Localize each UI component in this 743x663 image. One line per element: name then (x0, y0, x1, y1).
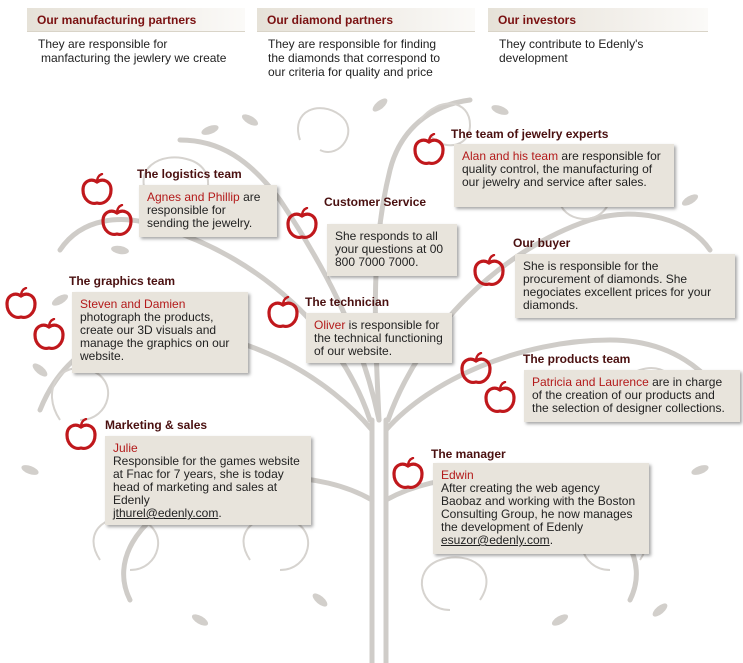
products-box: Patricia and Laurence are in charge of t… (524, 370, 740, 422)
technician-text: is responsible for the technical functio… (314, 318, 443, 358)
buyer-box: She is responsible for the procurement o… (515, 254, 735, 318)
diamond-desc: They are responsible for finding the dia… (268, 37, 478, 79)
logistics-box: Agnes and Phillip are responsible for se… (139, 185, 277, 237)
graphics-text: photograph the products, create our 3D v… (80, 310, 230, 363)
logistics-name: Agnes and Phillip (147, 190, 240, 204)
apple-icon (33, 318, 65, 352)
products-name: Patricia and Laurence (532, 375, 649, 389)
jewelry-experts-text: are responsible for quality control, the… (462, 149, 661, 189)
marketing-box: Julie Responsible for the games website … (105, 436, 311, 525)
jewelry-experts-box: Alan and his team are responsible for qu… (454, 144, 674, 207)
apple-icon (81, 173, 113, 207)
buyer-title: Our buyer (513, 236, 571, 250)
header-diamond: Our diamond partners (257, 8, 475, 32)
marketing-title: Marketing & sales (105, 418, 208, 432)
manufacturing-desc-line-2: manfacturing the jewlery we create (41, 51, 227, 65)
jewelry-experts-name: Alan and his team (462, 149, 559, 163)
apple-icon (413, 133, 445, 167)
manager-name: Edwin (441, 468, 474, 482)
buyer-text: She is responsible for the procurement o… (523, 259, 712, 312)
customer-service-text: She responds to all your questions at 00… (335, 229, 444, 269)
logistics-text: are responsible for sending the jewelry. (147, 190, 261, 230)
graphics-box: Steven and Damien photograph the product… (72, 292, 248, 373)
apple-icon (101, 204, 133, 238)
logistics-title: The logistics team (137, 167, 242, 181)
manager-email-tail: . (549, 533, 554, 547)
apple-icon (286, 207, 318, 241)
apple-icon (5, 287, 37, 321)
header-manufacturing: Our manufacturing partners (27, 8, 245, 32)
diamond-desc-line-1: They are responsible for finding (268, 37, 437, 51)
manufacturing-desc-line-1: They are responsible for (38, 37, 168, 51)
jewelry-experts-title: The team of jewelry experts (451, 127, 609, 141)
apple-icon (65, 418, 97, 452)
diamond-desc-line-2: the diamonds that correspond to (268, 51, 441, 65)
investors-desc-line-1: They contribute to Edenly's (499, 37, 644, 51)
customer-service-box: She responds to all your questions at 00… (327, 224, 457, 276)
manager-email-link[interactable]: esuzor@edenly.com (441, 533, 550, 547)
products-text: are in charge of the creation of our pro… (532, 375, 725, 415)
graphics-title: The graphics team (69, 274, 176, 288)
manager-box: Edwin After creating the web agency Baob… (433, 463, 649, 554)
marketing-name: Julie (113, 441, 138, 455)
diamond-desc-line-3: our criteria for quality and price (268, 65, 433, 79)
technician-title: The technician (305, 295, 390, 309)
marketing-text: Responsible for the games website at Fna… (113, 454, 300, 507)
investors-desc: They contribute to Edenly's development (499, 37, 709, 65)
marketing-email-link[interactable]: jthurel@edenly.com (113, 506, 219, 520)
marketing-email-tail: . (218, 506, 222, 520)
investors-desc-line-2: development (499, 51, 568, 65)
technician-name: Oliver (314, 318, 346, 332)
header-investors: Our investors (488, 8, 708, 32)
graphics-name: Steven and Damien (80, 297, 186, 311)
manager-title: The manager (431, 447, 506, 461)
apple-icon (392, 457, 424, 491)
apple-icon (484, 381, 516, 415)
technician-box: Oliver is responsible for the technical … (306, 313, 452, 363)
products-title: The products team (523, 352, 631, 366)
manager-text: After creating the web agency Baobaz and… (441, 481, 636, 534)
apple-icon (473, 254, 505, 288)
customer-service-title: Customer Service (324, 195, 427, 209)
manufacturing-desc: They are responsible for manfacturing th… (38, 37, 248, 65)
apple-icon (267, 296, 299, 330)
